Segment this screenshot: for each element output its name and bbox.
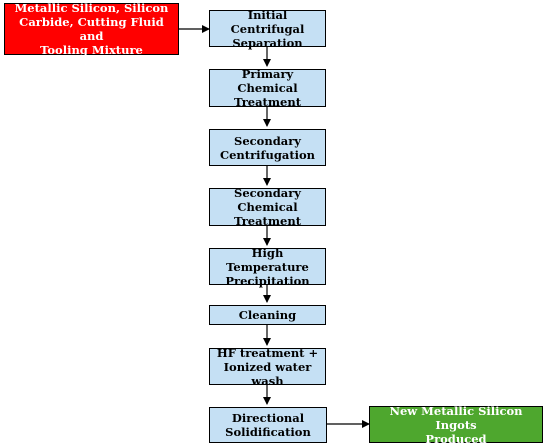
step-primary-chemical-treatment: Primary Chemical Treatment xyxy=(209,67,326,109)
step-cleaning: Cleaning xyxy=(209,305,326,325)
step-high-temperature-precipitation: High Temperature Precipitation xyxy=(209,246,326,288)
output-new-silicon-ingots-box: New Metallic Silicon Ingots Produced xyxy=(369,404,543,446)
step-hf-treatment-ionized-water-wash: HF treatment + Ionized water wash xyxy=(209,346,326,388)
step-secondary-centrifugation: Secondary Centrifugation xyxy=(209,129,326,166)
input-mixture-box: Metallic Silicon, Silicon Carbide, Cutti… xyxy=(4,1,179,57)
step-directional-solidification: Directional Solidification xyxy=(209,407,327,443)
step-initial-centrifugal-separation: Initial Centrifugal Separation xyxy=(209,8,326,50)
step-secondary-chemical-treatment: Secondary Chemical Treatment xyxy=(209,186,326,228)
